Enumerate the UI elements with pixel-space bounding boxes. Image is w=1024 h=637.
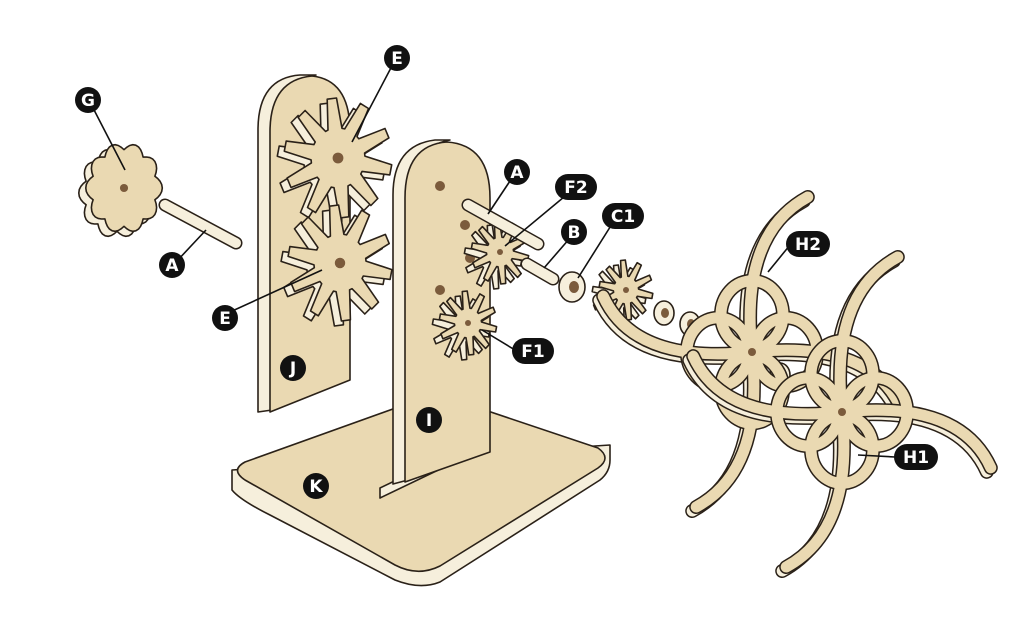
- gear-small: [591, 259, 654, 326]
- label-a-left: A: [159, 252, 185, 278]
- label-text: E: [219, 309, 231, 329]
- label-text: J: [289, 359, 296, 379]
- label-h1: H1: [894, 444, 938, 470]
- gear-g: [78, 143, 164, 238]
- label-text: K: [309, 477, 323, 497]
- label-text: A: [510, 163, 524, 183]
- label-text: H2: [795, 235, 821, 255]
- label-text: I: [426, 411, 432, 431]
- label-text: C1: [611, 207, 635, 227]
- label-e-top: E: [384, 45, 410, 71]
- fan-blade-h1: [682, 250, 998, 578]
- label-g: G: [75, 87, 101, 113]
- label-i: I: [416, 407, 442, 433]
- rod-a-right: [461, 198, 545, 251]
- label-text: G: [81, 91, 95, 111]
- label-b: B: [561, 219, 587, 245]
- gear-e-top: [276, 97, 393, 224]
- label-a-right: A: [504, 159, 530, 185]
- label-text: F2: [564, 178, 587, 198]
- label-text: E: [391, 49, 403, 69]
- fan-blade-h2: [592, 190, 908, 518]
- gear-f1: [431, 290, 498, 361]
- label-j: J: [280, 355, 306, 381]
- leader-lines: [91, 63, 896, 458]
- label-f2: F2: [555, 174, 597, 200]
- label-text: F1: [521, 342, 544, 362]
- label-h2: H2: [786, 231, 830, 257]
- spacer-c1: [558, 271, 586, 303]
- label-text: B: [568, 223, 581, 243]
- label-k: K: [303, 473, 329, 499]
- label-text: H1: [903, 448, 929, 468]
- gear-e-bottom: [280, 204, 393, 327]
- rod-a-left: [158, 198, 243, 250]
- gear-f2: [463, 219, 530, 290]
- label-f1: F1: [512, 338, 554, 364]
- label-c1: C1: [602, 203, 644, 229]
- pin-b: [520, 257, 560, 286]
- label-text: A: [165, 256, 179, 276]
- label-e-bottom: E: [212, 305, 238, 331]
